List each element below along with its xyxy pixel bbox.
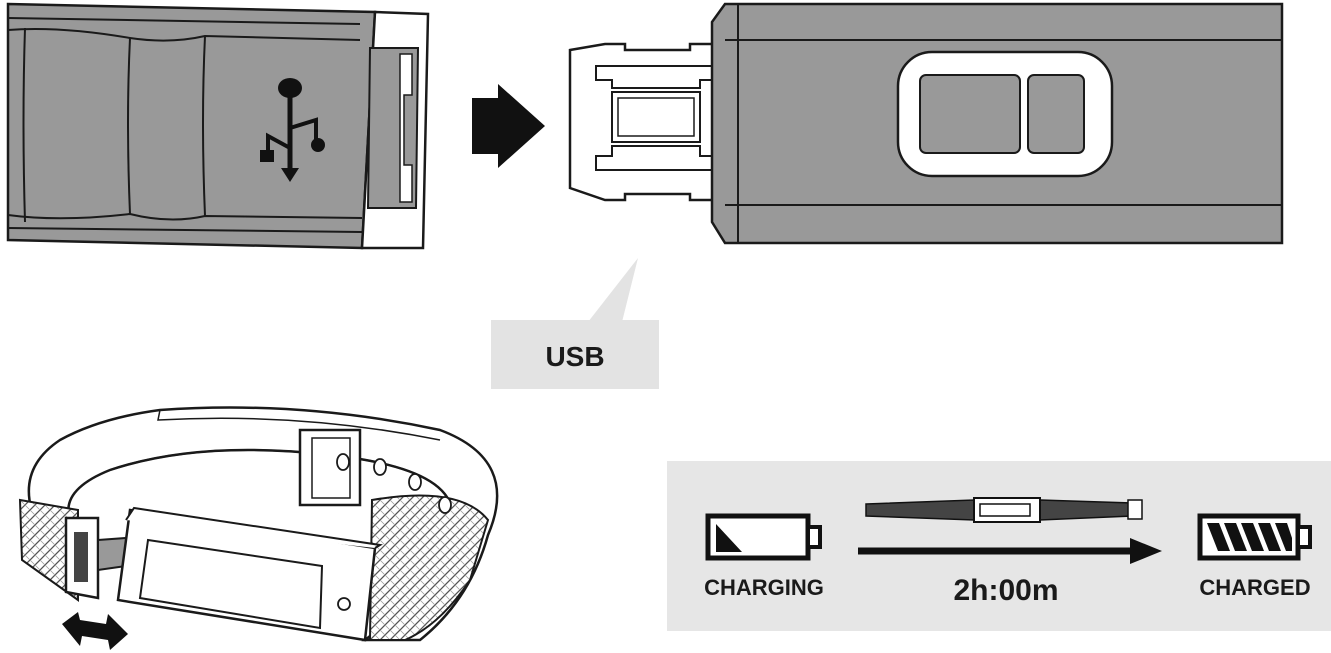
battery-full-icon — [1197, 513, 1312, 561]
battery-low-icon — [705, 513, 822, 561]
charged-label: CHARGED — [1199, 575, 1310, 600]
arrow-right-icon — [472, 84, 545, 168]
double-arrow-icon — [62, 612, 128, 650]
usb-label: USB — [545, 341, 604, 372]
charging-label: CHARGING — [704, 575, 824, 600]
arrow-right-icon — [858, 538, 1162, 564]
usb-callout: USB — [491, 258, 659, 389]
charge-duration-label: 2h:00m — [953, 574, 1058, 607]
band-perspective-illustration — [18, 406, 499, 642]
band-thumbnail — [865, 497, 1143, 523]
tracker-usb-connector — [568, 42, 727, 202]
charging-panel: CHARGING 2h:00m CHARGED — [667, 461, 1331, 631]
usb-icon — [260, 78, 325, 182]
tracker-body — [710, 2, 1284, 245]
band-usb-end — [6, 2, 430, 250]
